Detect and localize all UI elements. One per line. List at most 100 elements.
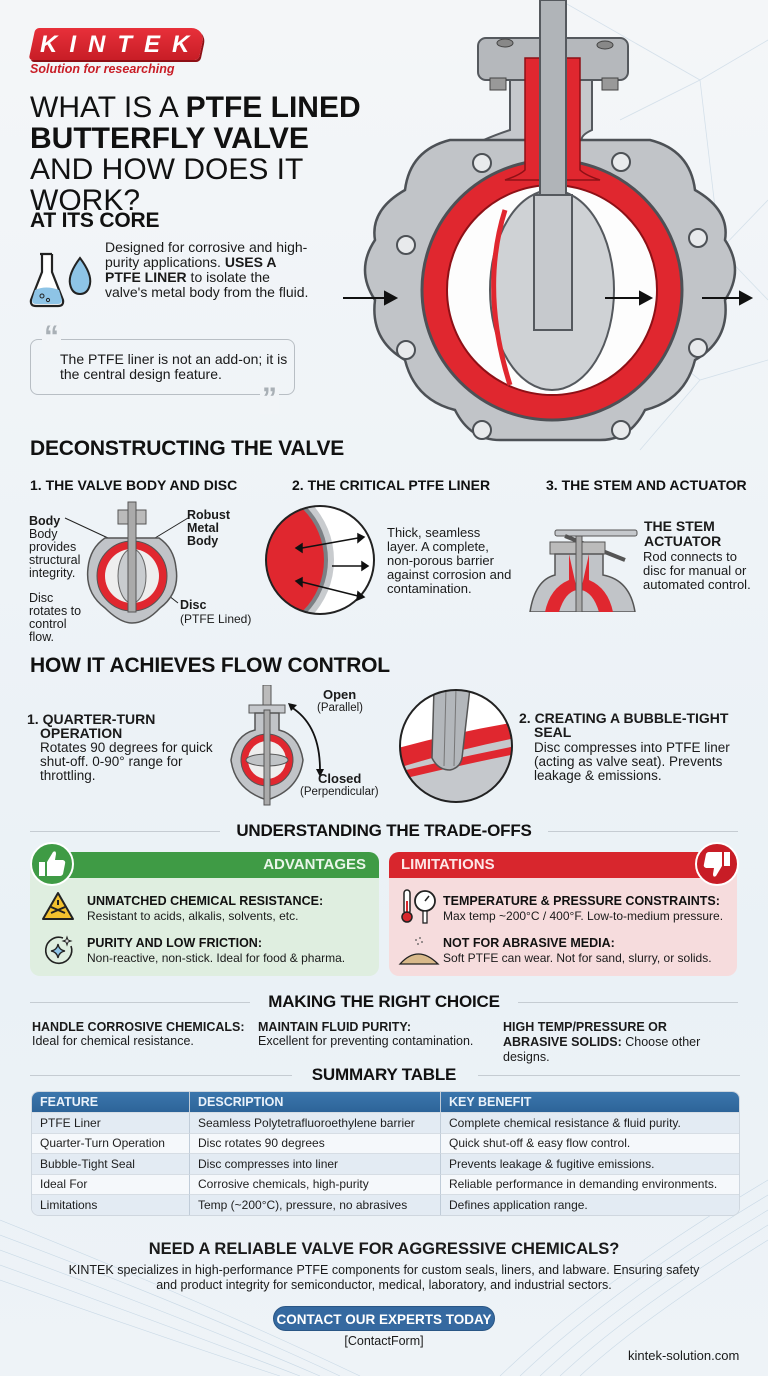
divider: [30, 831, 220, 832]
table-cell: Defines application range.: [440, 1194, 739, 1215]
quarter-turn-desc: Rotates 90 degrees for quick shut-off. 0…: [40, 740, 213, 783]
open-sub: (Parallel): [317, 702, 364, 714]
thumbs-down-icon: [695, 842, 739, 886]
bubble-tight-seal-closeup-icon: [399, 689, 513, 803]
part-1-disc-rotates: Disc rotates to control flow.: [29, 591, 82, 644]
closed-sub: (Perpendicular): [300, 786, 379, 798]
quote-open-icon: “: [42, 320, 61, 353]
table-row: Quarter-Turn Operation Disc rotates 90 d…: [32, 1132, 739, 1153]
cta-heading: NEED A RELIABLE VALVE FOR AGGRESSIVE CHE…: [148, 1240, 620, 1258]
advantage-desc: Resistant to acids, alkalis, solvents, e…: [87, 909, 299, 923]
part-3-title: 3. THE STEM AND ACTUATOR: [546, 477, 747, 493]
part-3-subtitle: THE STEM ACTUATOR: [644, 518, 722, 549]
choice-title: HANDLE CORROSIVE CHEMICALS:: [32, 1020, 245, 1034]
limitation-title: NOT FOR ABRASIVE MEDIA:: [443, 936, 615, 950]
table-cell: Corrosive chemicals, high-purity: [189, 1173, 440, 1194]
choice-desc: Ideal for chemical resistance.: [32, 1034, 194, 1048]
advantage-title: UNMATCHED CHEMICAL RESISTANCE:: [87, 894, 324, 908]
logo-text: KINTEK: [40, 31, 202, 58]
sand-pile-icon: [398, 937, 440, 965]
column-header: DESCRIPTION: [189, 1092, 440, 1112]
limitation-title: TEMPERATURE & PRESSURE CONSTRAINTS:: [443, 894, 720, 908]
core-heading: AT ITS CORE: [30, 209, 160, 232]
table-cell: Temp (~200°C), pressure, no abrasives: [189, 1194, 440, 1215]
part-1-body-desc: Body provides structural integrity.: [29, 527, 81, 580]
seal-desc: Disc compresses into PTFE liner (acting …: [534, 740, 730, 783]
limitations-header: LIMITATIONS: [389, 852, 714, 878]
cta-desc-line-1: KINTEK specializes in high-performance P…: [68, 1263, 700, 1277]
choice-title: MAINTAIN FLUID PURITY:: [258, 1020, 411, 1034]
table-header-row: FEATURE DESCRIPTION KEY BENEFIT: [32, 1092, 739, 1112]
cta-desc-line-2: and product integrity for semiconductor,…: [156, 1278, 612, 1292]
open-label: Open: [323, 687, 357, 702]
table-cell: Disc rotates 90 degrees: [189, 1132, 440, 1153]
part-1-disc-label: Disc: [180, 598, 207, 612]
closed-label: Closed: [318, 771, 362, 786]
deconstruct-heading: DECONSTRUCTING THE VALVE: [30, 437, 345, 460]
table-cell: Seamless Polytetrafluoroethylene barrier: [189, 1112, 440, 1133]
choice-title: HIGH TEMP/PRESSURE OR ABRASIVE SOLIDS:: [503, 1020, 667, 1049]
choice-desc: Choose other designs.: [503, 1035, 701, 1064]
table-cell: Bubble-Tight Seal: [32, 1153, 189, 1174]
part-1-robust-label: Robust Metal Body: [187, 508, 231, 548]
sparkle-icon: [45, 935, 73, 964]
contact-form-placeholder[interactable]: [ContactForm]: [344, 1334, 424, 1348]
logo-tagline: Solution for researching: [30, 62, 175, 76]
quote-box: The PTFE liner is not an add-on; it is t…: [30, 339, 295, 395]
table-cell: Quick shut-off & easy flow control.: [440, 1132, 739, 1153]
table-cell: Ideal For: [32, 1173, 189, 1194]
divider: [518, 1002, 738, 1003]
column-header: KEY BENEFIT: [440, 1092, 739, 1112]
core-text-2: to isolate the valve's metal body from t…: [105, 269, 309, 300]
table-cell: Reliable performance in demanding enviro…: [440, 1173, 739, 1194]
part-3-desc: Rod connects to disc for manual or autom…: [643, 549, 751, 592]
summary-heading: SUMMARY TABLE: [311, 1065, 457, 1084]
table-cell: Complete chemical resistance & fluid pur…: [440, 1112, 739, 1133]
limitation-item-1: TEMPERATURE & PRESSURE CONSTRAINTS: Max …: [443, 894, 723, 923]
quote-close-icon: ”: [260, 382, 279, 415]
divider: [30, 1075, 292, 1076]
valve-body-disc-icon: [64, 501, 189, 624]
core-text-bold: USES A PTFE LINER: [105, 254, 276, 285]
table-cell: Prevents leakage & fugitive emissions.: [440, 1153, 739, 1174]
core-description: Designed for corrosive and high-purity a…: [105, 240, 315, 300]
part-2-title: 2. THE CRITICAL PTFE LINER: [292, 477, 491, 493]
table-row: Limitations Temp (~200°C), pressure, no …: [32, 1194, 739, 1215]
divider: [478, 1075, 740, 1076]
title-line-3: AND HOW DOES IT WORK?: [30, 153, 303, 217]
tradeoffs-heading: UNDERSTANDING THE TRADE-OFFS: [236, 821, 532, 840]
limitation-desc: Max temp ~200°C / 400°F. Low-to-medium p…: [443, 909, 724, 923]
thermometer-gauge-icon: [401, 889, 436, 924]
choice-item-2: MAINTAIN FLUID PURITY: Excellent for pre…: [258, 1020, 488, 1048]
ptfe-liner-closeup-icon: [265, 505, 375, 615]
table-row: PTFE Liner Seamless Polytetrafluoroethyl…: [32, 1112, 739, 1133]
table-cell: Quarter-Turn Operation: [32, 1132, 189, 1153]
table-row: Bubble-Tight Seal Disc compresses into l…: [32, 1153, 739, 1174]
limitation-desc: Soft PTFE can wear. Not for sand, slurry…: [443, 951, 712, 965]
cta-description: KINTEK specializes in high-performance P…: [0, 1263, 768, 1293]
advantage-item-1: UNMATCHED CHEMICAL RESISTANCE: Resistant…: [87, 894, 323, 923]
website-link[interactable]: kintek-solution.com: [628, 1348, 740, 1363]
advantage-item-2: PURITY AND LOW FRICTION: Non-reactive, n…: [87, 936, 345, 965]
part-1-disc-sub: (PTFE Lined): [180, 612, 252, 626]
part-2-desc: Thick, seamless layer. A complete, non-p…: [387, 525, 512, 596]
advantage-desc: Non-reactive, non-stick. Ideal for food …: [87, 951, 346, 965]
choice-heading: MAKING THE RIGHT CHOICE: [268, 992, 500, 1011]
divider: [548, 831, 738, 832]
core-text-1: Designed for corrosive and high-purity a…: [105, 239, 308, 270]
quarter-turn-title: 1. QUARTER-TURN OPERATION: [27, 711, 156, 741]
seal-title: 2. CREATING A BUBBLE-TIGHT SEAL: [519, 710, 729, 740]
divider: [30, 1002, 250, 1003]
advantages-header: ADVANTAGES: [52, 852, 379, 878]
table-cell: Disc compresses into liner: [189, 1153, 440, 1174]
chemical-hazard-icon: [42, 892, 74, 920]
part-1-title: 1. THE VALVE BODY AND DISC: [30, 477, 238, 493]
choice-item-1: HANDLE CORROSIVE CHEMICALS: Ideal for ch…: [32, 1020, 252, 1048]
table-cell: Limitations: [32, 1194, 189, 1215]
choice-item-3: HIGH TEMP/PRESSURE OR ABRASIVE SOLIDS: C…: [503, 1020, 733, 1065]
flow-heading: HOW IT ACHIEVES FLOW CONTROL: [30, 654, 390, 677]
contact-experts-button[interactable]: CONTACT OUR EXPERTS TODAY: [273, 1306, 495, 1331]
page-title: WHAT IS A PTFE LINED BUTTERFLY VALVE AND…: [30, 92, 420, 216]
title-bold-1: PTFE LINED: [185, 91, 361, 124]
title-prefix: WHAT IS A: [30, 91, 186, 124]
